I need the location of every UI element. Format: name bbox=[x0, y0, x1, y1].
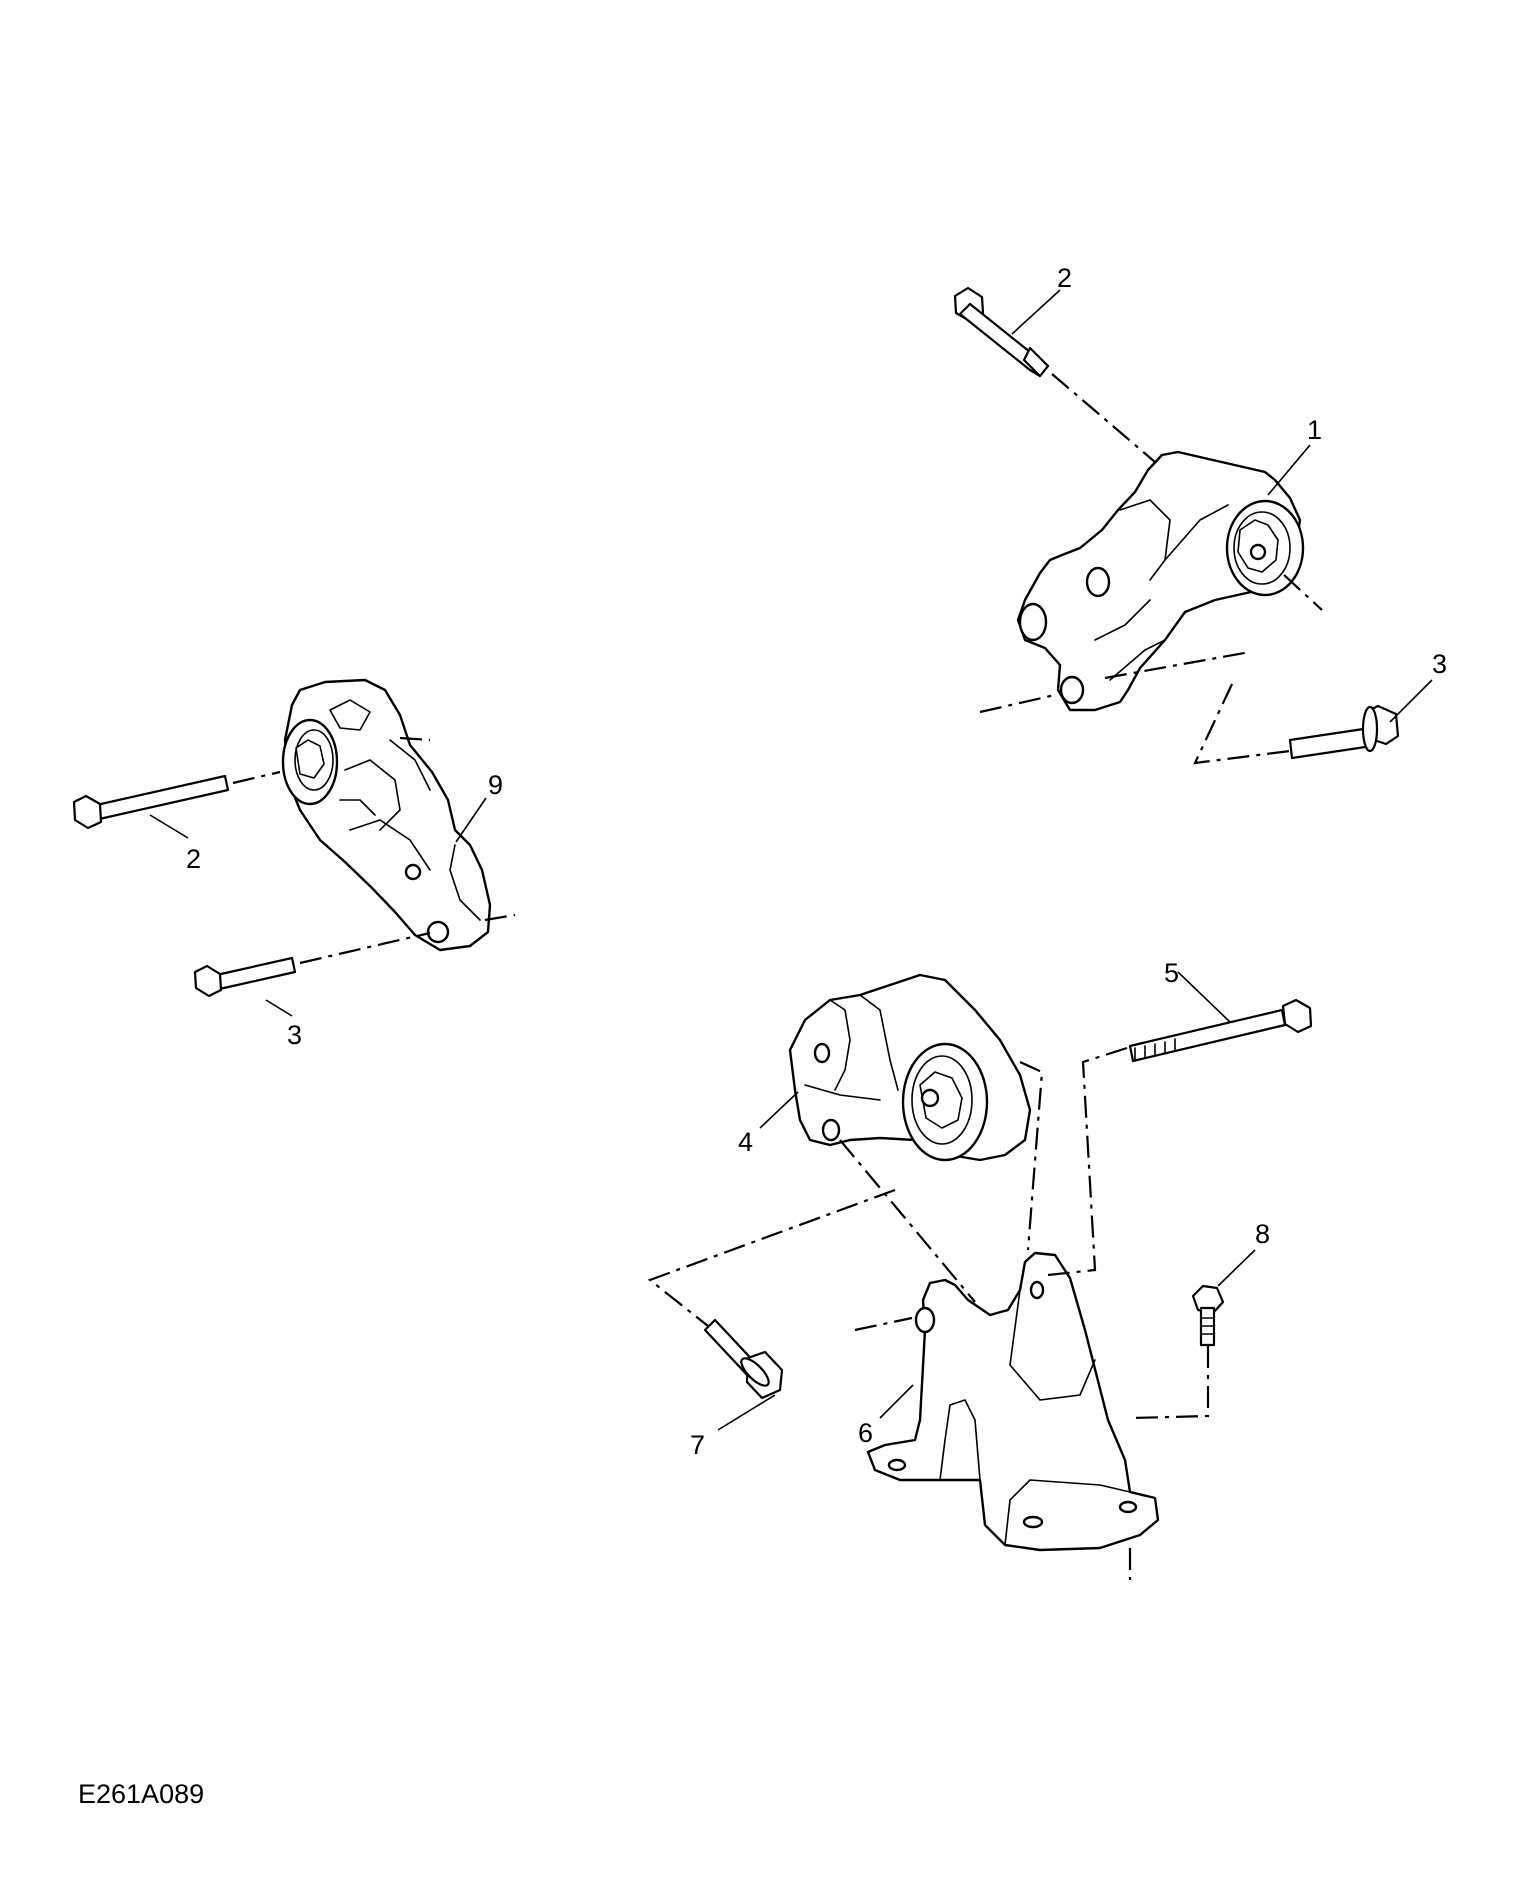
callout-1: 1 bbox=[1307, 415, 1322, 445]
bolt-7 bbox=[703, 1318, 784, 1400]
bolt-2-top bbox=[953, 286, 1050, 378]
leader-lines bbox=[149, 289, 1433, 1431]
bolt-5 bbox=[1128, 998, 1313, 1063]
diagram-code: E261A089 bbox=[78, 1779, 204, 1809]
mount-1 bbox=[1016, 450, 1305, 712]
bracket-6 bbox=[866, 1251, 1160, 1552]
callouts: 2 1 3 9 2 3 5 4 8 6 7 bbox=[186, 263, 1447, 1460]
callout-5: 5 bbox=[1164, 958, 1179, 988]
bolt-3-right bbox=[1288, 704, 1400, 760]
bolt-8 bbox=[1191, 1284, 1225, 1347]
callout-2-top: 2 bbox=[1057, 263, 1072, 293]
mount-4 bbox=[788, 973, 1032, 1162]
callout-3-left: 3 bbox=[287, 1020, 302, 1050]
callout-9: 9 bbox=[488, 770, 503, 800]
callout-4: 4 bbox=[738, 1127, 753, 1157]
callout-7: 7 bbox=[690, 1430, 705, 1460]
bolt-3-left bbox=[193, 956, 297, 998]
callout-2-left: 2 bbox=[186, 844, 201, 874]
callout-3-right: 3 bbox=[1432, 649, 1447, 679]
bolt-2-left bbox=[72, 774, 230, 830]
callout-6: 6 bbox=[858, 1418, 873, 1448]
alignment-lines bbox=[232, 373, 1323, 1580]
callout-8: 8 bbox=[1255, 1219, 1270, 1249]
mount-9 bbox=[281, 678, 492, 952]
